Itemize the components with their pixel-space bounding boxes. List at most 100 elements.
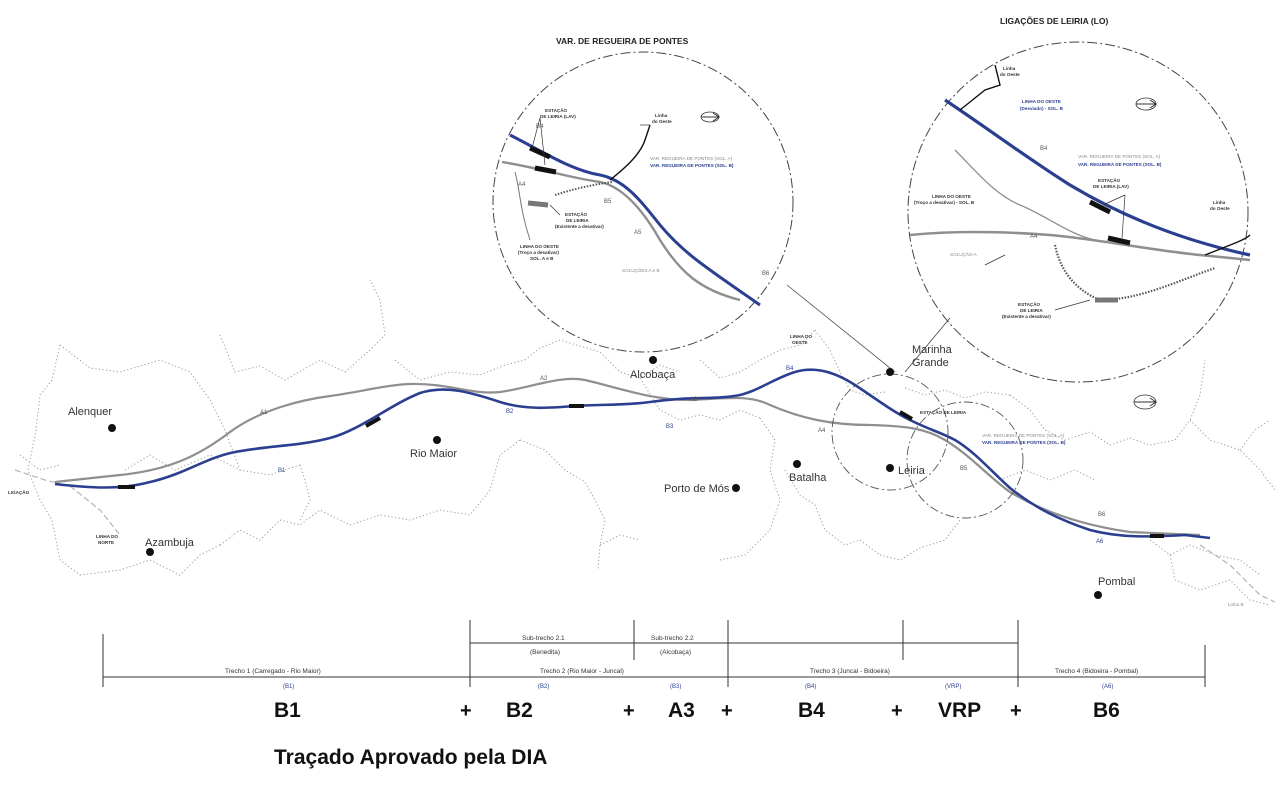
svg-text:VAR. REGUEIRA DE PONTES (SOL.: VAR. REGUEIRA DE PONTES (SOL. A) — [1078, 154, 1161, 159]
svg-text:LINHA DO OESTE: LINHA DO OESTE — [932, 194, 971, 199]
sub-trecho-2-2-name: (Alcobaça) — [660, 649, 691, 656]
code-t4: (A6) — [1102, 684, 1113, 690]
inset-right-estacao-lav-2: DE LEIRIA (LAV) — [1093, 184, 1129, 189]
sub-trecho-2-1: Sub-trecho 2.1 — [522, 635, 565, 642]
inset-left-title: VAR. DE REGUEIRA DE PONTES — [556, 36, 689, 46]
label-b3: B3 — [666, 424, 674, 430]
inset-right-var-sol-a: VAR. REGUEIRA DE PONTES (SOL. A) — [1078, 154, 1161, 159]
route-markers — [118, 404, 1164, 538]
svg-text:LINHA DO: LINHA DO — [790, 334, 812, 339]
inset-left-var-sol-a: VAR. REGUEIRA DE PONTES (SOL. A) — [650, 156, 733, 161]
svg-text:SOLUÇÕES A e B: SOLUÇÕES A e B — [622, 267, 660, 273]
inset-regueira-de-pontes: VAR. DE REGUEIRA DE PONTES ESTAÇÃO DE LE… — [492, 36, 794, 353]
city-rio-maior: Rio Maior — [410, 448, 457, 460]
inset-left-linha-oeste-2: do Oeste — [652, 119, 672, 124]
svg-text:DE LEIRIA (LAV): DE LEIRIA (LAV) — [1093, 184, 1129, 189]
city-azambuja: Azambuja — [145, 537, 195, 549]
trecho-1: Trecho 1 (Carregado - Rio Maior) — [225, 668, 321, 675]
approved-caption: Traçado Aprovado pela DIA — [274, 746, 547, 769]
city-porto-de-mos: Porto de Mós — [664, 483, 730, 495]
approved-seg-vrp: VRP — [938, 699, 981, 722]
label-ligacao: LIGAÇÃO — [8, 489, 30, 495]
approved-seg-b4: B4 — [798, 699, 825, 722]
svg-text:VAR. REGUEIRA DE PONTES (SOL.: VAR. REGUEIRA DE PONTES (SOL. A) — [650, 156, 733, 161]
label-linha-norte-2: NORTE — [98, 540, 114, 545]
svg-text:Grande: Grande — [912, 357, 949, 369]
inset-right-title: LIGAÇÕES DE LEIRIA (LO) — [1000, 16, 1108, 26]
inset-left-solucoes: SOLUÇÕES A e B — [622, 267, 660, 273]
inset-right-solucao-a: SOLUÇÃO A — [950, 251, 977, 257]
inset-right-linha-oeste-top-1: Linha — [1003, 66, 1016, 71]
approved-seg-a3: A3 — [668, 699, 695, 722]
svg-text:DE LEIRIA (LAV): DE LEIRIA (LAV) — [540, 114, 576, 119]
approved-seg-b1: B1 — [274, 699, 301, 722]
svg-text:VAR. REGUEIRA DE PONTES (SOL.: VAR. REGUEIRA DE PONTES (SOL. B) — [650, 163, 734, 168]
north-arrow-icon-right — [1135, 97, 1157, 111]
label-estacao-leiria: ESTAÇÃO DE LEIRIA — [920, 409, 967, 415]
svg-text:Linha: Linha — [1213, 200, 1226, 205]
code-t2: (B2) — [538, 684, 549, 690]
inset-ligacoes-de-leiria: LIGAÇÕES DE LEIRIA (LO) Linha do Oeste L… — [907, 16, 1251, 383]
approved-route-blue — [54, 368, 1211, 540]
svg-text:NORTE: NORTE — [98, 540, 114, 545]
label-b6: B6 — [1098, 512, 1106, 518]
label-linha-norte-1: LINHA DO — [96, 534, 118, 539]
approved-seg-b6: B6 — [1093, 699, 1120, 722]
label-linha-oeste-1: LINHA DO — [790, 334, 812, 339]
svg-text:Marinha: Marinha — [912, 344, 953, 356]
svg-text:ESTAÇÃO: ESTAÇÃO — [545, 107, 568, 113]
existing-railways — [14, 469, 1276, 603]
inset-right-desviado-2: (Desviado) - SOL. B — [1020, 106, 1064, 111]
plus-3: + — [721, 700, 733, 722]
code-t3: (B4) — [805, 684, 816, 690]
city-leiria: Leiria — [898, 465, 926, 477]
svg-text:DE LEIRIA: DE LEIRIA — [1020, 308, 1043, 313]
svg-text:Sub-trecho 2.2: Sub-trecho 2.2 — [651, 635, 694, 642]
svg-text:(Benedita): (Benedita) — [530, 649, 560, 656]
svg-text:SOLUÇÃO A: SOLUÇÃO A — [950, 251, 977, 257]
label-b5: B5 — [960, 466, 968, 472]
inset-left-estacao-lav-1: ESTAÇÃO — [545, 107, 568, 113]
north-arrow-icon — [700, 111, 720, 123]
inset-right-linha-oeste-r-1: Linha — [1213, 200, 1226, 205]
section-diagram — [102, 620, 1206, 687]
city-alenquer: Alenquer — [68, 406, 112, 418]
label-b4: B4 — [786, 366, 794, 372]
label-a3: A3 — [690, 397, 698, 403]
inset-right-linha-oeste-top-2: do Oeste — [1000, 72, 1020, 77]
inset-right-linha-oeste-r-2: do Oeste — [1210, 206, 1230, 211]
city-marinha-grande-1: Marinha — [912, 344, 953, 356]
svg-text:SOL. A e B: SOL. A e B — [530, 256, 554, 261]
svg-text:LINHA DO OESTE: LINHA DO OESTE — [1022, 99, 1061, 104]
svg-text:Sub-trecho 2.1: Sub-trecho 2.1 — [522, 635, 565, 642]
svg-text:do Oeste: do Oeste — [1210, 206, 1230, 211]
city-markers — [108, 356, 1102, 599]
svg-text:(Existente a desativar): (Existente a desativar) — [1002, 314, 1051, 319]
inset-left-a5: A5 — [634, 230, 642, 236]
inset-right-var-sol-b: VAR. REGUEIRA DE PONTES (SOL. B) — [1078, 162, 1162, 167]
inset-left-b4: B4 — [536, 124, 544, 130]
svg-text:(Alcobaça): (Alcobaça) — [660, 649, 691, 656]
city-alcobaca: Alcobaça — [630, 369, 676, 381]
inset-right-a4: A4 — [1030, 234, 1038, 240]
approved-seg-b2: B2 — [506, 699, 533, 722]
sub-trecho-2-1-name: (Benedita) — [530, 649, 560, 656]
inset-right-estacao-ex-1: ESTAÇÃO — [1018, 301, 1041, 307]
inset-left-estacao-ex-1: ESTAÇÃO — [565, 211, 588, 217]
inset-left-linha-oeste-troco-2: (Troço a desativar) — [518, 250, 559, 255]
svg-text:(Troço a desativar) - SOL. B: (Troço a desativar) - SOL. B — [914, 200, 975, 205]
svg-text:do Oeste: do Oeste — [652, 119, 672, 124]
inset-left-var-sol-b: VAR. REGUEIRA DE PONTES (SOL. B) — [650, 163, 734, 168]
municipal-boundaries — [19, 279, 1276, 606]
label-var-sol-b: VAR. REGUEIRA DE PONTES (SOL. B) — [982, 440, 1066, 445]
alternative-route-grey — [54, 377, 1201, 537]
inset-right-desviado-1: LINHA DO OESTE — [1022, 99, 1061, 104]
inset-left-linha-oeste-troco-1: LINHA DO OESTE — [520, 244, 559, 249]
plus-2: + — [623, 700, 635, 722]
label-a1: A1 — [260, 410, 268, 416]
inset-right-estacao-ex-3: (Existente a desativar) — [1002, 314, 1051, 319]
label-linha-oeste-2: OESTE — [792, 340, 808, 345]
code-t1: (B1) — [283, 684, 294, 690]
inset-pointer-lines — [786, 284, 951, 373]
